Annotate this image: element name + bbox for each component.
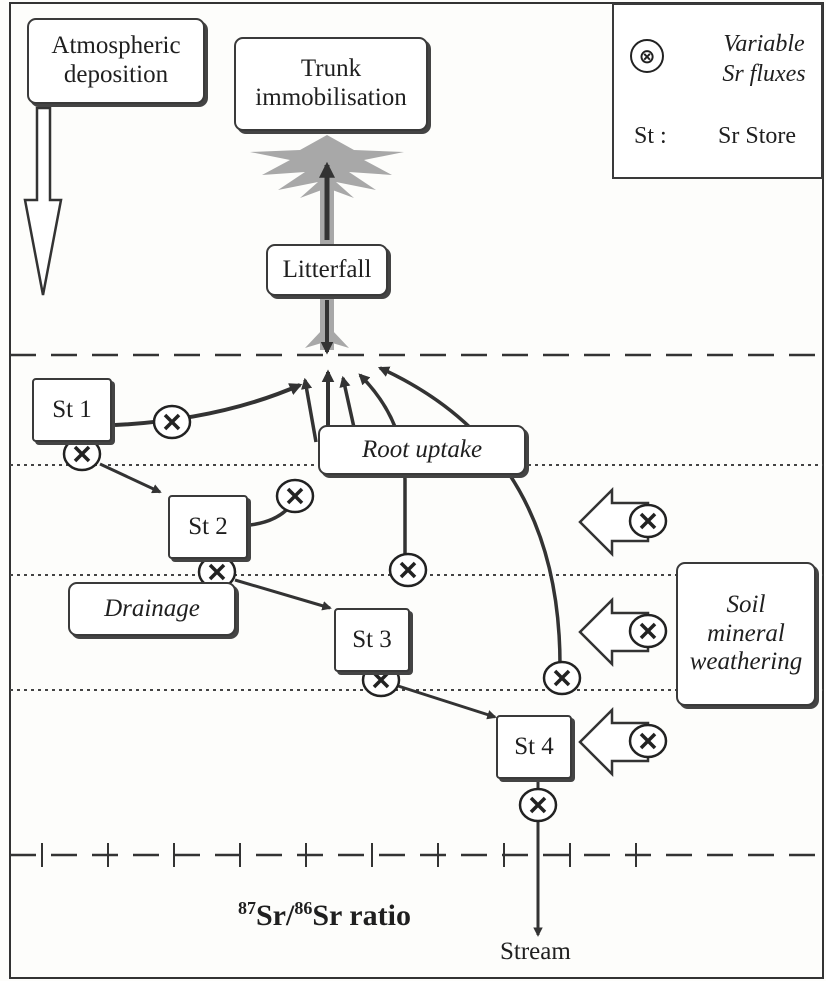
isotope-87: 87 bbox=[238, 898, 256, 918]
flux-symbol-glyph: ⊗ bbox=[638, 44, 656, 68]
arrow-root-uptake-left bbox=[301, 377, 318, 443]
ratio-element-a: Sr/ bbox=[256, 899, 295, 932]
store-1-label: St 1 bbox=[52, 395, 92, 423]
atmospheric-deposition-label: Atmospheric deposition bbox=[51, 32, 181, 88]
atmospheric-deposition-box: Atmospheric deposition bbox=[27, 18, 205, 104]
flux-symbol-icon bbox=[388, 552, 428, 588]
flux-symbol-icon bbox=[275, 478, 315, 514]
arrow-st4-uptake bbox=[377, 366, 562, 666]
store-3-label: St 3 bbox=[352, 625, 392, 653]
frame-border bbox=[9, 2, 824, 979]
drainage-box: Drainage bbox=[68, 582, 236, 636]
legend-sr-store-label: Sr Store bbox=[718, 123, 796, 149]
flux-symbol-icon: ⊗ bbox=[630, 39, 664, 73]
trunk-immobilisation-box: Trunk immobilisation bbox=[234, 37, 428, 131]
flux-symbol-icon bbox=[518, 787, 558, 823]
root-uptake-box: Root uptake bbox=[318, 425, 526, 475]
arrow-root-uptake-right bbox=[339, 375, 357, 433]
flux-symbol-icon bbox=[628, 723, 668, 759]
litterfall-box: Litterfall bbox=[266, 244, 388, 296]
store-4-box: St 4 bbox=[496, 715, 572, 779]
isotope-86: 86 bbox=[294, 898, 313, 918]
flux-symbol-icon bbox=[542, 660, 582, 696]
store-4-label: St 4 bbox=[514, 732, 554, 760]
soil-mineral-weathering-box: Soil mineral weathering bbox=[676, 562, 816, 706]
flux-symbol-icon bbox=[62, 436, 102, 472]
arrow-st1-st2 bbox=[99, 462, 162, 494]
arrow-st2-st3 bbox=[234, 578, 332, 611]
legend-box: ⊗ Variable Sr fluxes St : Sr Store bbox=[612, 3, 823, 179]
legend-st-key: St : bbox=[634, 123, 667, 149]
legend-variable-fluxes-label: Variable Sr fluxes bbox=[722, 31, 806, 87]
atmospheric-deposition-arrow bbox=[23, 106, 63, 296]
store-3-box: St 3 bbox=[334, 608, 410, 672]
trunk-immobilisation-label: Trunk immobilisation bbox=[255, 55, 407, 111]
drainage-label: Drainage bbox=[104, 594, 200, 622]
ratio-axis-ticks bbox=[41, 843, 637, 867]
store-2-label: St 2 bbox=[188, 512, 228, 540]
soil-mineral-weathering-label: Soil mineral weathering bbox=[689, 590, 803, 676]
flux-symbol-icon bbox=[628, 613, 668, 649]
arrow-st3-st4 bbox=[394, 683, 497, 720]
ratio-element-b: Sr ratio bbox=[312, 899, 411, 932]
store-2-box: St 2 bbox=[168, 495, 248, 559]
store-1-box: St 1 bbox=[32, 378, 112, 442]
arrow-st1-uptake bbox=[114, 383, 303, 427]
stream-label: Stream bbox=[500, 938, 571, 965]
sr-ratio-axis-label: 87Sr/86Sr ratio bbox=[238, 898, 411, 933]
flux-symbol-icon bbox=[152, 404, 192, 440]
litterfall-label: Litterfall bbox=[282, 255, 372, 283]
root-uptake-label: Root uptake bbox=[361, 435, 483, 463]
flux-symbol-icon bbox=[628, 503, 668, 539]
